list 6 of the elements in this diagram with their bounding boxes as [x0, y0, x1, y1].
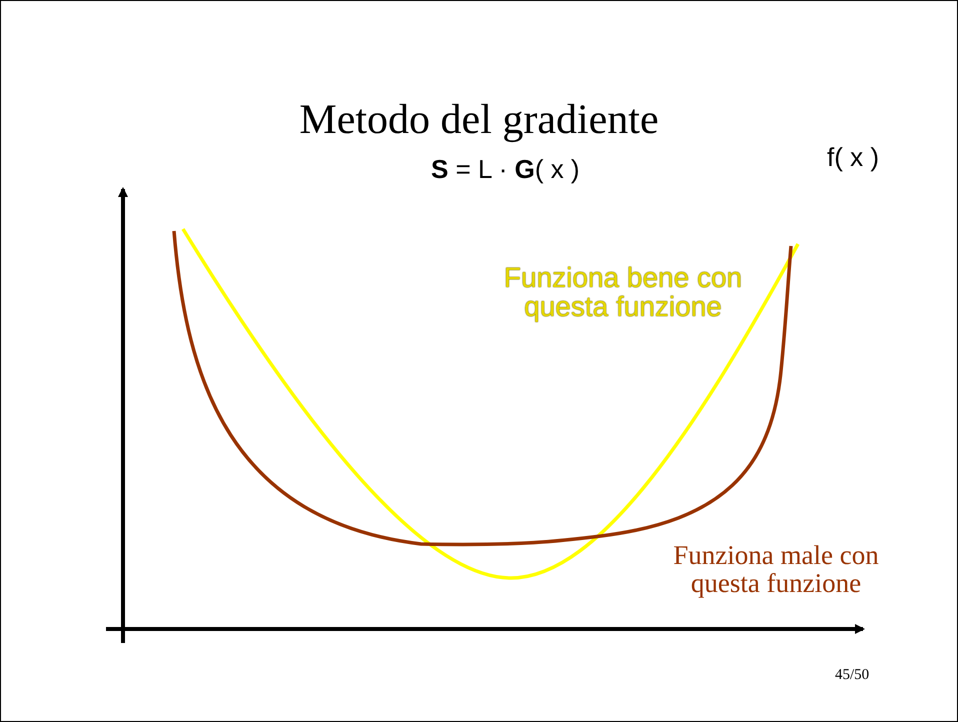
axis-label: f( x ) [827, 143, 879, 172]
formula: S = L · G( x ) [431, 155, 580, 184]
curve-annotation: Funziona bene con questa funzione [502, 263, 744, 322]
page-number: 45/50 [835, 667, 870, 684]
curve-annotation: Funziona male con questa funzione [672, 541, 880, 598]
slide-title: Metodo del gradiente [298, 97, 660, 144]
